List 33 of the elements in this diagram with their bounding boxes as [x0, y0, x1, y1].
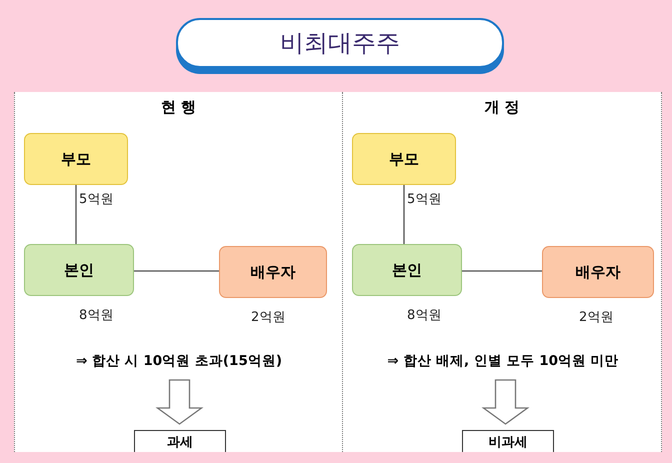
person-box: [542, 246, 654, 298]
amount-label: 2억원: [579, 309, 614, 326]
person-box: [24, 244, 134, 296]
result-box: [134, 430, 226, 452]
node-label: 비과세: [488, 434, 528, 450]
node-label: 본인: [64, 260, 94, 280]
node-label: 본인: [392, 260, 422, 280]
connector-line: [403, 185, 405, 244]
person-box: [352, 244, 462, 296]
connector-line: [134, 270, 219, 272]
amount-label: 5억원: [79, 191, 114, 208]
person-box: [352, 133, 456, 185]
node-label: 과세: [167, 434, 193, 450]
panel-heading: 현 행: [160, 98, 198, 117]
amount-label: 5억원: [407, 191, 442, 208]
node-label: 배우자: [250, 262, 296, 282]
panel-heading: 개 정: [483, 98, 521, 117]
person-box: [24, 133, 128, 185]
conclusion-text: ⇒ 합산 시 10억원 초과(15억원): [19, 348, 339, 374]
hollow-arrow: [482, 379, 530, 425]
connector-line: [462, 270, 542, 272]
connector-line: [75, 185, 77, 244]
amount-label: 8억원: [79, 307, 114, 324]
conclusion-text: ⇒ 합산 배제, 인별 모두 10억원 미만: [347, 348, 659, 374]
result-box: [462, 430, 554, 452]
amount-label: 2억원: [251, 309, 286, 326]
comparison-panel: [342, 92, 662, 452]
person-box: [219, 246, 327, 298]
hollow-arrow: [156, 379, 204, 425]
node-label: 부모: [61, 150, 91, 168]
node-label: 배우자: [576, 262, 620, 282]
amount-label: 8억원: [407, 307, 442, 324]
node-label: 부모: [389, 150, 419, 168]
